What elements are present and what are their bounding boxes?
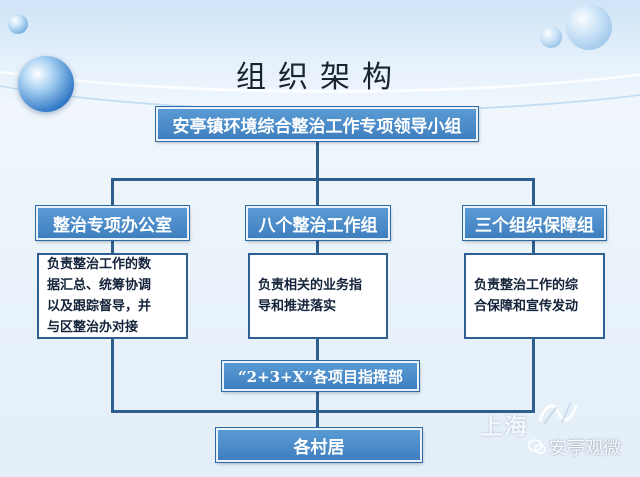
connector-desc-2-down [316,339,319,361]
description-line: 负责整治工作的综 [474,278,579,293]
bubble-decoration-right [566,4,612,50]
connector-to-branch-3 [532,178,535,206]
branch-node-working-groups: 八个整治工作组 [246,206,390,240]
connector-top-down [316,141,319,179]
watermark-account: 安亭观微 [528,434,621,460]
description-line: 与区整治办对接 [47,320,139,335]
watermark-region-text: 上海 [480,414,528,440]
connector-branch-3-desc [532,240,535,253]
description-line: 合保障和宣传发动 [474,299,579,314]
branch-node-office: 整治专项办公室 [36,206,189,240]
connector-horizontal-bus [111,178,535,181]
page-title: 组织架构 [236,60,404,95]
connector-branch-2-desc [316,240,319,253]
large-bubble-decoration [18,56,74,112]
connector-to-branch-1 [111,178,114,206]
branch-1-description: 负责整治工作的数 据汇总、统筹协调 以及跟踪督导，并 与区整治办对接 [37,253,188,339]
connector-desc-3-down [532,339,535,412]
description-line: 据汇总、统筹协调 [47,278,152,293]
project-command-node: “2+3+X”各项目指挥部 [222,361,419,391]
description-line: 负责相关的业务指 [258,278,363,293]
description-line: 以及跟踪督导，并 [47,299,152,314]
connector-to-branch-2 [316,178,319,206]
description-line: 负责整治工作的数 [47,257,152,272]
watermark-account-name: 安亭观微 [549,438,621,459]
wechat-icon [528,439,546,454]
connector-desc-1-down [111,339,114,412]
small-bubble-decoration-right [540,26,562,48]
leading-group-node: 安亭镇环境综合整治工作专项领导小组 [156,107,478,141]
connector-lower-bus [111,410,535,413]
village-node: 各村居 [216,428,422,462]
branch-3-description: 负责整治工作的综 合保障和宣传发动 [464,253,605,339]
small-bubble-decoration [8,14,28,34]
branch-node-support-groups: 三个组织保障组 [463,206,606,240]
watermark-seal-logo [538,403,578,425]
connector-command-down [316,391,319,428]
connector-branch-1-desc [111,240,114,253]
branch-2-description: 负责相关的业务指 导和推进落实 [248,253,388,339]
description-line: 导和推进落实 [258,299,337,314]
